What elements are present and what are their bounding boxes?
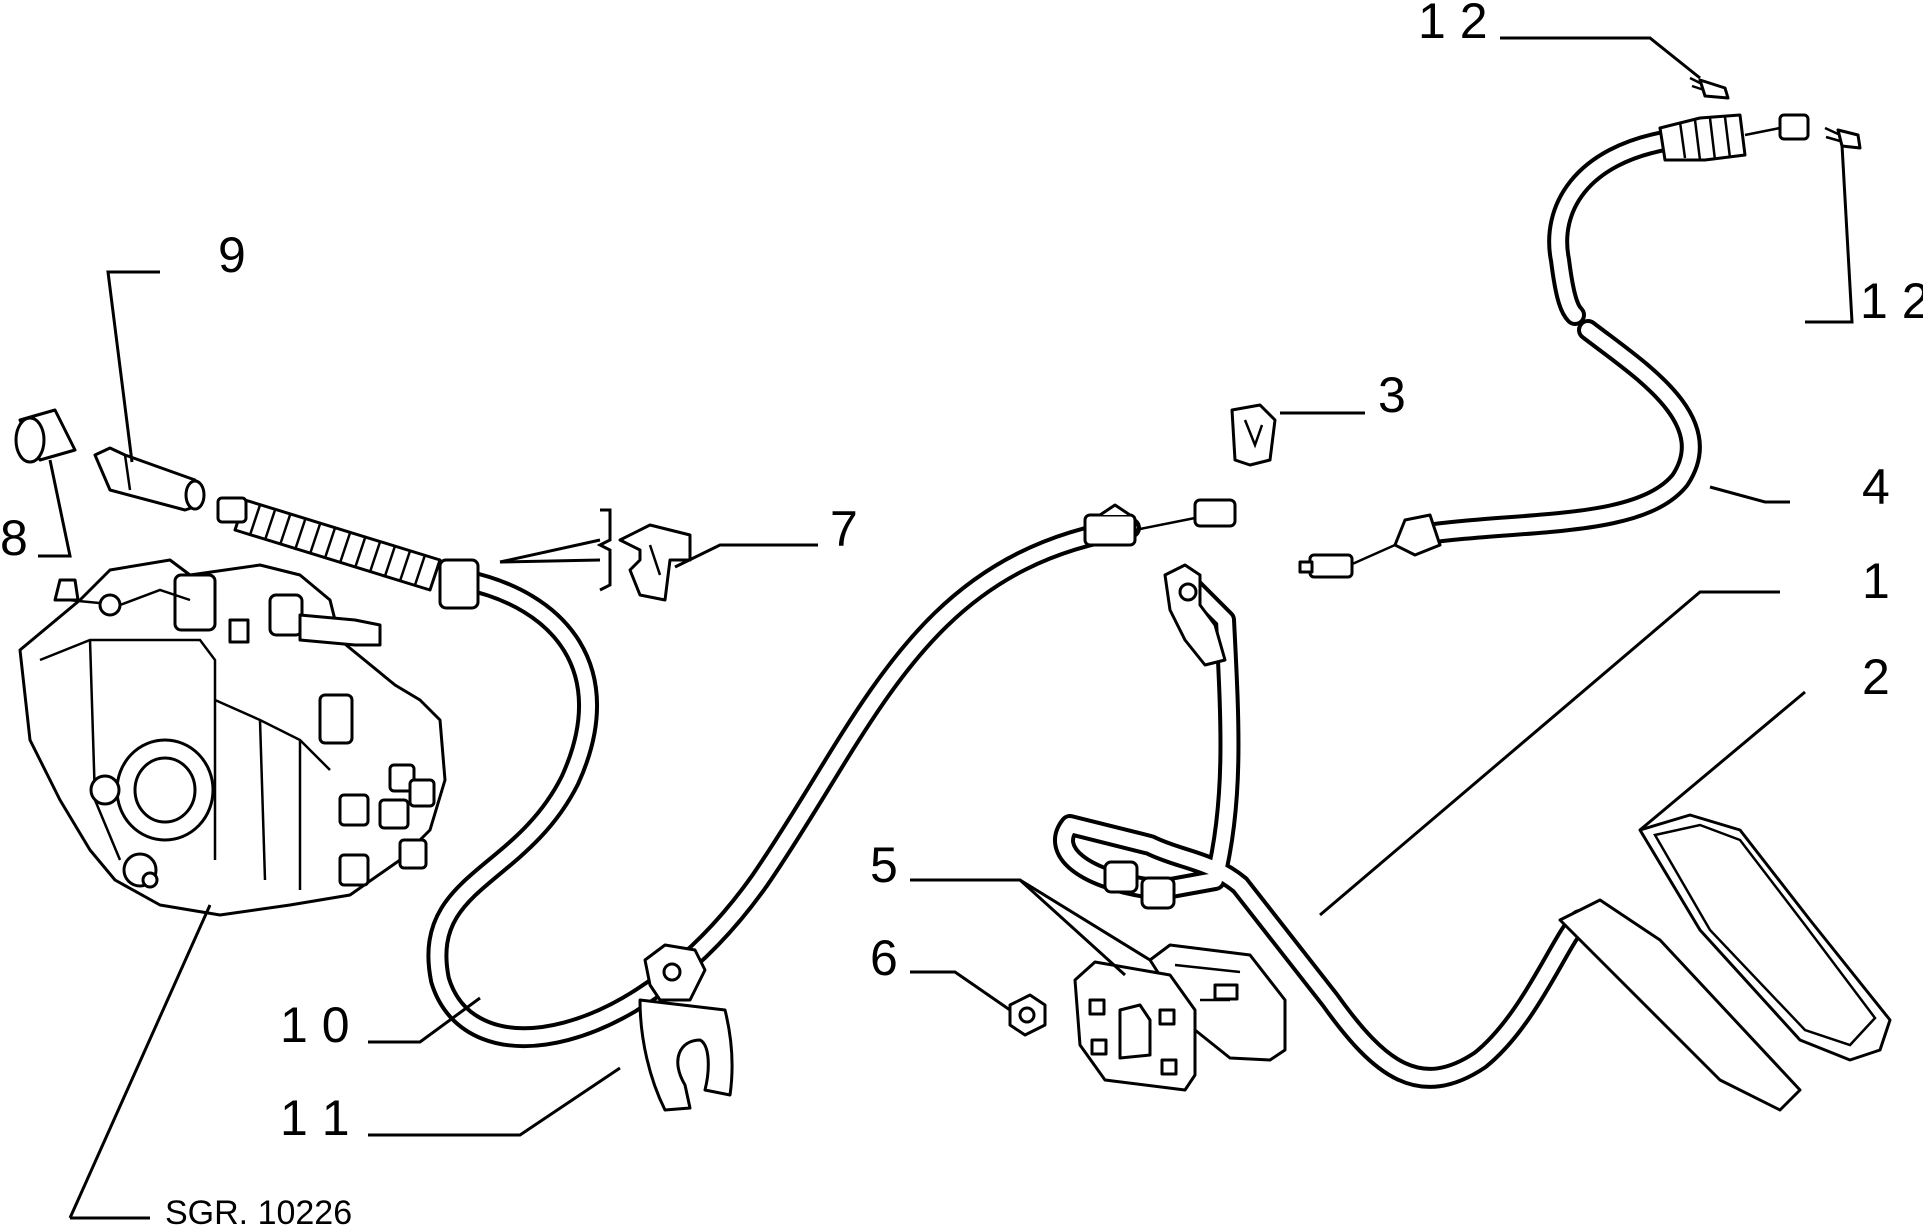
- cable-part-4: [1298, 113, 1810, 579]
- callout-1: 1: [1862, 553, 1890, 609]
- callout-12-right: 1 2: [1860, 273, 1923, 329]
- clip-part-7: [596, 508, 692, 602]
- callout-9: 9: [218, 227, 246, 283]
- pedal-pad-part-2: [1638, 813, 1892, 1062]
- nut-part-6: [1008, 993, 1047, 1037]
- drawing-reference: SGR. 10226: [165, 1194, 352, 1228]
- bracket-part-5: [1073, 943, 1287, 1092]
- callout-8: 8: [0, 510, 28, 566]
- sleeve-part-9: [93, 446, 206, 512]
- callout-4: 4: [1862, 459, 1890, 515]
- injection-pump: [18, 558, 447, 917]
- callout-7: 7: [830, 501, 858, 557]
- pedal-lever-part-1: [1053, 563, 1802, 1112]
- screw-part-12-top: [1689, 76, 1730, 100]
- callout-12-top: 1 2: [1418, 0, 1488, 49]
- leader-lines: [38, 36, 1854, 1220]
- callout-5: 5: [870, 837, 898, 893]
- callout-6: 6: [870, 930, 898, 986]
- bush-part-8: [14, 408, 77, 464]
- clamp-part-11: [638, 943, 734, 1112]
- callout-3: 3: [1378, 367, 1406, 423]
- clip-part-3: [1230, 403, 1277, 467]
- callout-11: 1 1: [280, 1090, 350, 1146]
- screw-part-12-right: [1824, 126, 1862, 150]
- callout-10: 1 0: [280, 997, 350, 1053]
- callout-2: 2: [1862, 649, 1890, 705]
- throttle-cable: [216, 496, 1237, 1049]
